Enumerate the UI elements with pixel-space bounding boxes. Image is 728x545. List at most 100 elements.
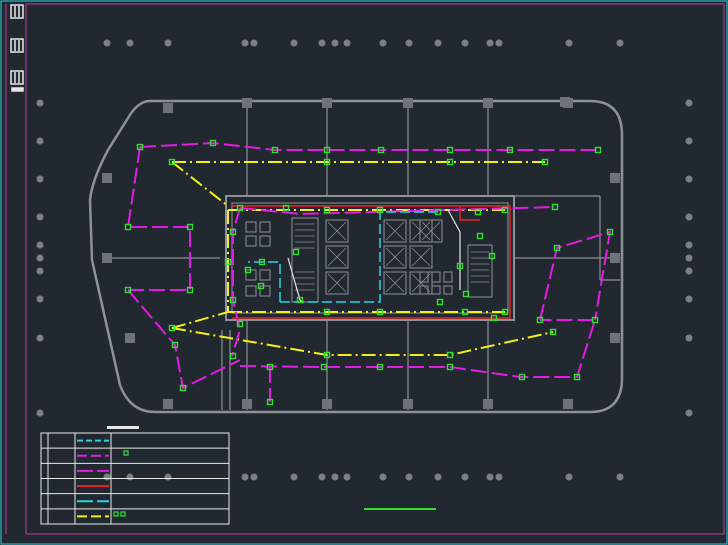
binding-block-4 <box>11 87 24 92</box>
grid-bubble <box>405 39 413 47</box>
grid-bubble <box>461 39 469 47</box>
device-marker <box>323 308 331 316</box>
grid-bubble <box>434 473 442 481</box>
grid-bubbles <box>36 39 693 481</box>
column <box>125 333 135 343</box>
device-marker <box>446 351 454 359</box>
grid-bubble <box>343 473 351 481</box>
grid-bubble <box>318 39 326 47</box>
device-marker <box>594 146 602 154</box>
column <box>563 399 573 409</box>
device-marker <box>186 223 194 231</box>
device-marker <box>266 398 274 406</box>
device-marker <box>551 203 559 211</box>
device-marker <box>606 228 614 236</box>
device-marker <box>474 208 482 216</box>
yellow-route-south-left <box>171 311 229 329</box>
device-marker <box>573 373 581 381</box>
device-marker <box>236 204 244 212</box>
device-marker <box>292 248 300 256</box>
grid-bubble <box>685 99 693 107</box>
fixture <box>443 285 453 295</box>
column <box>403 98 413 108</box>
grid-bubble <box>685 213 693 221</box>
device-marker <box>168 158 176 166</box>
building-core <box>225 195 515 321</box>
grid-bubble <box>103 473 111 481</box>
device-marker <box>171 341 179 349</box>
device-marker <box>501 206 509 214</box>
device-marker <box>179 384 187 392</box>
magenta-route-core-west <box>231 207 242 357</box>
column <box>163 399 173 409</box>
red-route-inner <box>459 206 480 221</box>
device-marker <box>168 324 176 332</box>
red-route <box>232 205 511 319</box>
device-marker <box>436 298 444 306</box>
grid-bubble <box>343 39 351 47</box>
device-marker <box>244 266 252 274</box>
column <box>610 333 620 343</box>
core-outline <box>225 195 515 321</box>
magenta-route-north <box>139 141 598 151</box>
device-marker <box>376 206 384 214</box>
grid-bubble <box>616 39 624 47</box>
fixture <box>245 285 257 297</box>
elevator-cell <box>383 219 407 243</box>
device-marker <box>476 232 484 240</box>
column <box>483 98 493 108</box>
device-marker <box>456 262 464 270</box>
elevator-cell <box>383 271 407 295</box>
device-marker <box>488 252 496 260</box>
grid-bubble <box>126 473 134 481</box>
elevator-cell <box>419 219 443 243</box>
grid-bubble <box>241 39 249 47</box>
device-marker <box>209 139 217 147</box>
device-marker <box>536 316 544 324</box>
device-marker <box>124 286 132 294</box>
grid-bubble <box>36 137 44 145</box>
column <box>560 97 570 107</box>
elevator-shafts <box>325 219 443 295</box>
device-marker <box>376 308 384 316</box>
grid-bubble <box>685 175 693 183</box>
cyan-route <box>248 211 440 303</box>
device-marker <box>136 143 144 151</box>
grid-bubble <box>103 39 111 47</box>
elevator-cell <box>325 271 349 295</box>
device-marker <box>271 146 279 154</box>
grid-bubble <box>685 409 693 417</box>
column <box>322 98 332 108</box>
grid-bubble <box>36 334 44 342</box>
fixture <box>245 235 257 247</box>
grid-bubble <box>331 39 339 47</box>
device-marker <box>376 363 384 371</box>
device-marker <box>186 286 194 294</box>
device-marker <box>446 146 454 154</box>
fixture <box>431 271 441 283</box>
column <box>610 173 620 183</box>
grid-bubble <box>495 39 503 47</box>
stair-treads-left <box>295 223 315 291</box>
yellow-route <box>171 161 554 356</box>
magenta-route-east <box>539 230 612 321</box>
grid-bubble <box>486 473 494 481</box>
grid-bubble <box>36 267 44 275</box>
devices <box>124 139 614 406</box>
yellow-route-south <box>171 327 554 356</box>
fixture <box>431 285 441 295</box>
grid-bubble <box>36 254 44 262</box>
device-marker <box>518 373 526 381</box>
grid-bubble <box>241 473 249 481</box>
grid-bubble <box>685 137 693 145</box>
device-marker <box>257 282 265 290</box>
binding-block-3 <box>10 70 24 85</box>
grid-bubble <box>461 473 469 481</box>
building-outline <box>88 99 624 414</box>
device-marker <box>323 351 331 359</box>
device-marker <box>296 296 304 304</box>
grid-bubble <box>379 39 387 47</box>
cyan-route-left <box>248 261 281 302</box>
device-marker <box>490 314 498 322</box>
grid-bubble <box>685 254 693 262</box>
